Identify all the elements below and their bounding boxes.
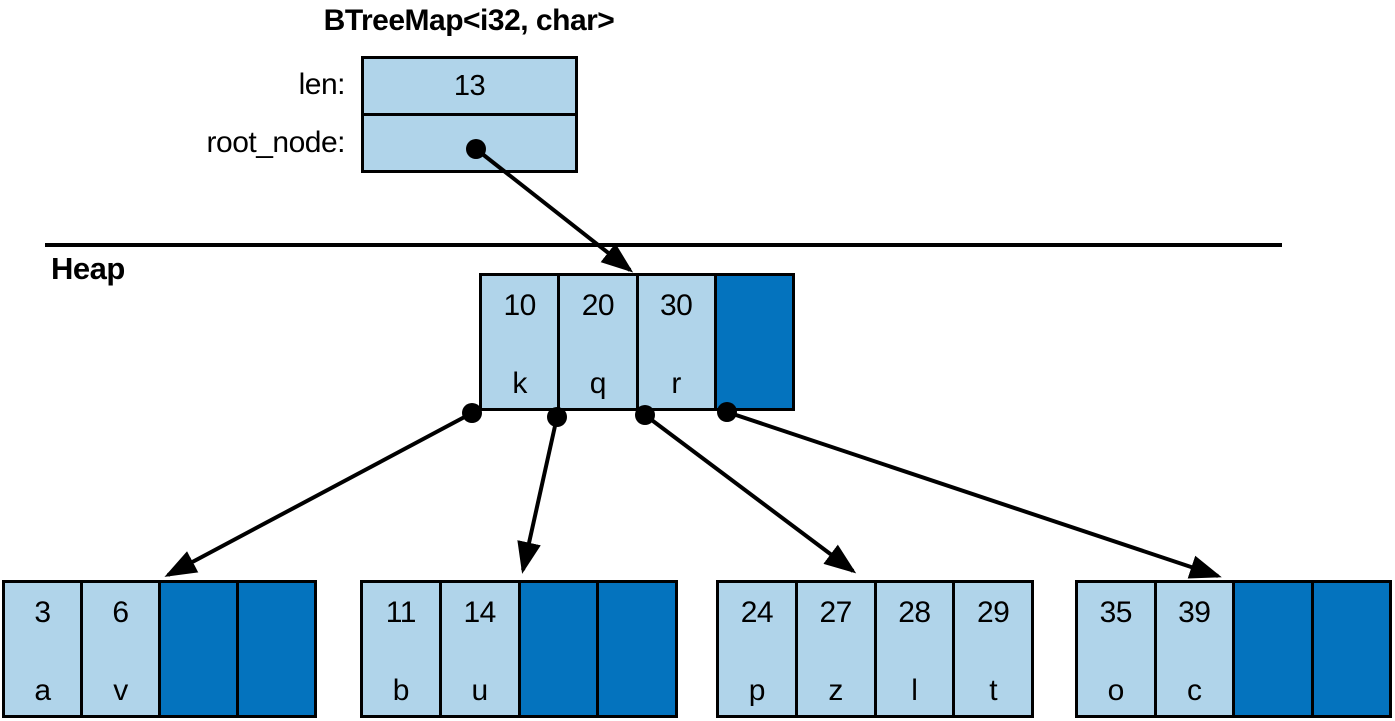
root-cell-1: 20 q xyxy=(560,276,639,408)
len-value: 13 xyxy=(453,69,486,102)
root-node-field-row xyxy=(364,116,575,170)
cell-key: 24 xyxy=(740,596,774,629)
cell-value: a xyxy=(34,674,51,707)
leaf4-cell-empty xyxy=(1235,583,1314,715)
cell-value: l xyxy=(911,674,918,707)
pointer-arrow-root-to-leaf3 xyxy=(643,413,857,574)
cell-key: 29 xyxy=(976,596,1010,629)
cell-value: k xyxy=(512,367,527,400)
cell-key: 6 xyxy=(112,596,129,629)
cell-value: p xyxy=(748,674,766,707)
cell-value: z xyxy=(828,674,843,707)
cell-key: 27 xyxy=(819,596,852,629)
pointer-arrow-root-to-leaf4 xyxy=(726,410,1222,579)
leaf-node-2: 11 b 14 u xyxy=(360,580,678,718)
cell-value: o xyxy=(1107,674,1125,707)
root-cell-0: 10 k xyxy=(482,276,561,408)
cell-key: 3 xyxy=(34,596,51,629)
cell-key: 14 xyxy=(463,596,496,629)
stack-heap-divider xyxy=(45,243,1282,247)
heap-label: Heap xyxy=(51,251,125,286)
leaf-node-3: 24 p 27 z 28 l 29 t xyxy=(716,580,1034,718)
cell-key: 10 xyxy=(503,289,536,322)
leaf1-cell-empty xyxy=(239,583,314,715)
leaf2-cell-empty xyxy=(599,583,675,715)
leaf1-cell-empty xyxy=(161,583,239,715)
len-field-row: 13 xyxy=(364,59,575,116)
cell-key: 28 xyxy=(898,596,931,629)
leaf1-cell-1: 6 v xyxy=(83,583,161,715)
len-field-label: len: xyxy=(298,68,346,101)
leaf3-cell-1: 27 z xyxy=(797,583,877,715)
btreemap-struct-box: 13 xyxy=(361,56,578,173)
root-node: 10 k 20 q 30 r xyxy=(479,273,795,411)
leaf2-cell-1: 14 u xyxy=(441,583,521,715)
cell-value: v xyxy=(113,674,128,707)
cell-value: b xyxy=(392,674,410,707)
leaf3-cell-0: 24 p xyxy=(719,583,798,715)
leaf2-cell-empty xyxy=(520,583,600,715)
leaf2-cell-0: 11 b xyxy=(363,583,442,715)
pointer-arrow-root-to-leaf2 xyxy=(517,416,559,574)
cell-value: q xyxy=(589,367,607,400)
leaf4-cell-1: 39 c xyxy=(1156,583,1235,715)
root-node-field-label: root_node: xyxy=(206,126,346,159)
root-cell-2: 30 r xyxy=(638,276,717,408)
leaf-node-1: 3 a 6 v xyxy=(2,580,317,718)
cell-key: 11 xyxy=(385,596,417,629)
root-cell-empty xyxy=(716,276,792,408)
leaf1-cell-0: 3 a xyxy=(5,583,83,715)
cell-value: u xyxy=(471,674,489,707)
diagram-title: BTreeMap<i32, char> xyxy=(323,4,615,37)
leaf3-cell-3: 29 t xyxy=(955,583,1031,715)
cell-key: 30 xyxy=(659,289,693,322)
leaf-node-4: 35 o 39 c xyxy=(1075,580,1392,718)
pointer-arrow-root-to-leaf1 xyxy=(164,411,473,577)
cell-key: 39 xyxy=(1178,596,1211,629)
cell-value: t xyxy=(989,674,998,707)
leaf4-cell-empty xyxy=(1313,583,1389,715)
cell-value: r xyxy=(671,367,681,400)
cell-key: 20 xyxy=(581,289,615,322)
leaf4-cell-0: 35 o xyxy=(1078,583,1157,715)
cell-key: 35 xyxy=(1099,596,1133,629)
cell-value: c xyxy=(1187,674,1202,707)
leaf3-cell-2: 28 l xyxy=(876,583,956,715)
